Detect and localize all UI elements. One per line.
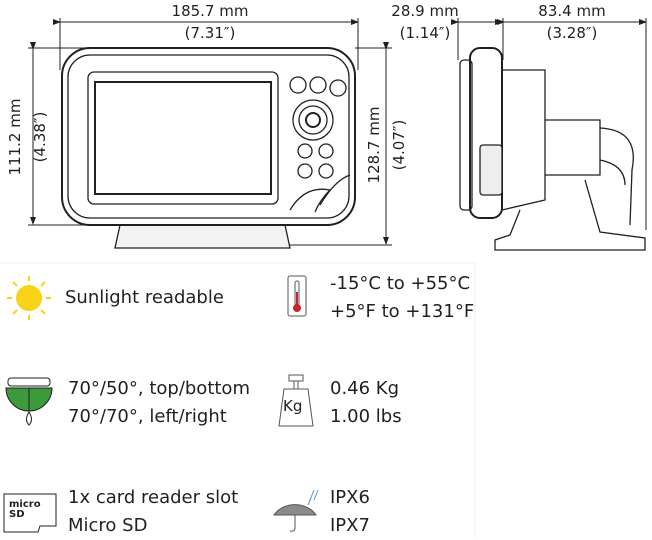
depth-mount-in-label: (3.28″) bbox=[546, 24, 598, 42]
depth-in-label: (1.14″) bbox=[399, 24, 451, 42]
height-mount-in-label: (4.07″) bbox=[390, 119, 408, 171]
spec-temperature: -15°C to +55°C +5°F to +131°F bbox=[330, 270, 474, 326]
depth-mount-mm-label: 83.4 mm bbox=[538, 2, 606, 20]
spec-sunlight: Sunlight readable bbox=[65, 284, 224, 312]
spec-viewing-angle: 70°/50°, top/bottom 70°/70°, left/right bbox=[68, 375, 250, 431]
spec-line: 1x card reader slot bbox=[68, 487, 239, 508]
width-in-label: (7.31″) bbox=[184, 24, 236, 42]
spec-line: 0.46 Kg bbox=[330, 378, 400, 399]
sun-icon bbox=[7, 276, 51, 320]
spec-line: 70°/50°, top/bottom bbox=[68, 378, 250, 399]
weight-icon-label: Kg bbox=[283, 397, 303, 415]
height-mm-label: 111.2 mm bbox=[6, 98, 24, 176]
spec-line: IPX7 bbox=[330, 515, 370, 536]
spec-line: Sunlight readable bbox=[65, 287, 224, 308]
width-mm-label: 185.7 mm bbox=[171, 2, 249, 20]
weight-icon bbox=[278, 374, 314, 427]
spec-line: Micro SD bbox=[68, 515, 148, 536]
spec-line: -15°C to +55°C bbox=[330, 273, 471, 294]
height-in-label: (4.38″) bbox=[31, 111, 49, 163]
spec-water-rating: IPX6 IPX7 bbox=[330, 484, 370, 540]
front-view bbox=[61, 47, 356, 249]
microsd-icon-label: micro SD bbox=[9, 499, 41, 520]
side-view bbox=[459, 47, 646, 251]
microsd-icon bbox=[3, 493, 57, 533]
dimension-lines bbox=[28, 18, 647, 246]
spec-line: IPX6 bbox=[330, 487, 370, 508]
viewing-angle-icon bbox=[5, 377, 53, 426]
spec-card-reader: 1x card reader slot Micro SD bbox=[68, 484, 238, 540]
umbrella-icon bbox=[273, 489, 319, 532]
thermometer-icon bbox=[287, 275, 307, 317]
spec-line: 1.00 lbs bbox=[330, 406, 402, 427]
spec-line: 70°/70°, left/right bbox=[68, 406, 227, 427]
height-mount-mm-label: 128.7 mm bbox=[365, 106, 383, 184]
spec-weight: 0.46 Kg 1.00 lbs bbox=[330, 375, 402, 431]
spec-line: +5°F to +131°F bbox=[330, 301, 475, 322]
depth-mm-label: 28.9 mm bbox=[391, 2, 459, 20]
